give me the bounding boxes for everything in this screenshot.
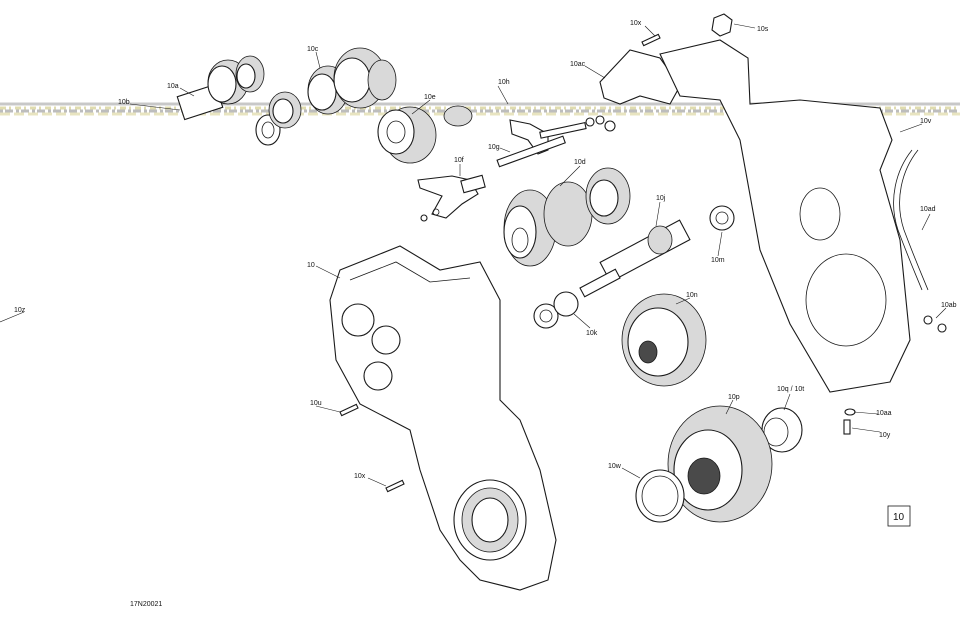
callout-10y: 10y bbox=[879, 432, 891, 439]
shift-fork-10h bbox=[509, 115, 616, 155]
bearing-10m bbox=[709, 205, 735, 231]
output-shaft-10j bbox=[579, 219, 691, 298]
fasteners-10ab bbox=[923, 315, 947, 333]
callout-10u: 10u bbox=[310, 400, 322, 407]
leader-lines bbox=[0, 23, 947, 487]
callout-10n: 10n bbox=[686, 292, 698, 299]
callout-10c: 10c bbox=[307, 46, 319, 53]
washer-10aa bbox=[844, 408, 856, 416]
callout-10j: 10j bbox=[656, 195, 666, 202]
callout-10m: 10m bbox=[711, 257, 725, 264]
seals-10k bbox=[533, 291, 579, 329]
callout-10h: 10h bbox=[498, 79, 510, 86]
callout-10: 10 bbox=[307, 262, 315, 269]
cable-10ad bbox=[893, 149, 929, 291]
callout-10ac: 10ac bbox=[570, 61, 586, 68]
callout-10p: 10p bbox=[728, 394, 740, 401]
bolt-10u bbox=[339, 403, 359, 417]
callout-10g: 10g bbox=[488, 144, 500, 151]
cluster-gears-10d bbox=[503, 167, 631, 267]
callout-10d: 10d bbox=[574, 159, 586, 166]
callout-10b: 10b bbox=[118, 99, 130, 106]
callout-labels: 10x 10s 10c 10ac 10a 10h 10b 10e 10v 10g… bbox=[14, 20, 957, 480]
callout-10ad: 10ad bbox=[920, 206, 936, 213]
callout-10v: 10v bbox=[920, 118, 932, 125]
main-housing-10 bbox=[329, 245, 557, 591]
diagram-reference: 17N20021 bbox=[130, 601, 162, 608]
gear-bearing-10e bbox=[377, 105, 473, 164]
gear-small-10b bbox=[268, 91, 302, 129]
callout-10ab: 10ab bbox=[941, 302, 957, 309]
o-ring-10w bbox=[635, 469, 685, 523]
bolt-10y bbox=[843, 419, 851, 435]
callout-10q-10t: 10q / 10t bbox=[777, 386, 804, 393]
callout-10e: 10e bbox=[424, 94, 436, 101]
callout-10aa: 10aa bbox=[876, 410, 892, 417]
callout-10w: 10w bbox=[608, 463, 622, 470]
cover-10v bbox=[659, 39, 911, 393]
callout-10s: 10s bbox=[757, 26, 769, 33]
bolt-10x-bottom bbox=[385, 479, 405, 493]
bracket-10ac bbox=[599, 49, 681, 105]
callout-10x-top: 10x bbox=[630, 20, 642, 27]
shift-fork-assembly-10f bbox=[417, 174, 486, 222]
double-gear-10c bbox=[307, 47, 397, 115]
callout-10k: 10k bbox=[586, 330, 598, 337]
shift-shaft-10g bbox=[496, 135, 566, 168]
nut-10s bbox=[711, 13, 733, 37]
gear-10n bbox=[621, 293, 707, 387]
group-number-box: 10 bbox=[887, 505, 911, 527]
gear-10p bbox=[667, 405, 773, 523]
group-number: 10 bbox=[893, 512, 905, 523]
callout-10f: 10f bbox=[454, 157, 464, 164]
bolt-10x-top bbox=[641, 33, 661, 47]
callout-10z: 10z bbox=[14, 307, 26, 314]
callout-10x-bottom: 10x bbox=[354, 473, 366, 480]
callout-10a: 10a bbox=[167, 83, 179, 90]
